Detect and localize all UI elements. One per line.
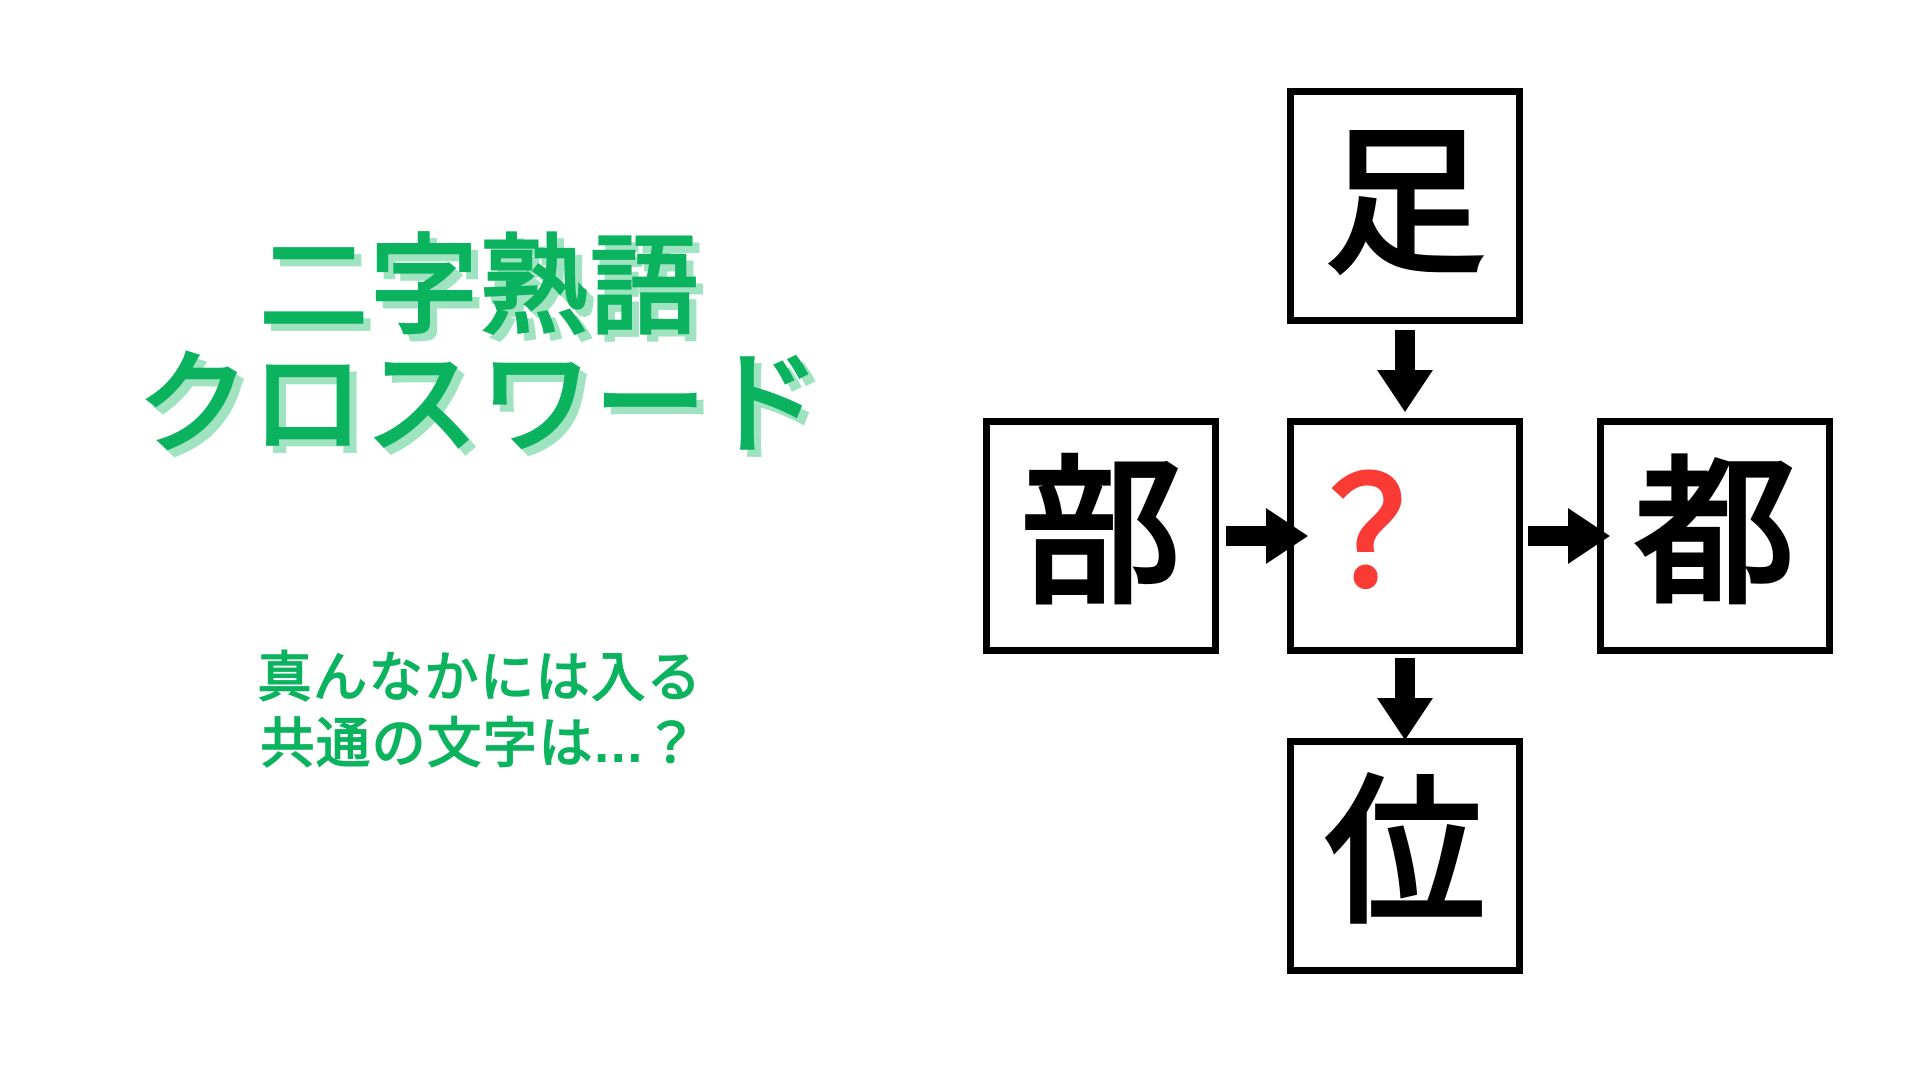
title-line-2: クロスワード: [137, 342, 823, 468]
puzzle-cell-left: 部: [983, 418, 1219, 654]
puzzle-cell-center-answer: ？: [1287, 418, 1523, 654]
crossword-diagram: 足 部 ？ 都 位: [960, 0, 1920, 1080]
subtitle-line-1: 真んなかには入る: [257, 648, 703, 708]
puzzle-cell-bottom: 位: [1287, 738, 1523, 974]
subtitle-block: 真んなかには入る 共通の文字は...？: [0, 646, 960, 778]
title-line-1: 二字熟語: [259, 226, 701, 347]
puzzle-cell-right: 都: [1597, 418, 1833, 654]
arrow-right-icon: [1528, 508, 1610, 564]
arrow-right-icon: [1226, 508, 1308, 564]
question-mark-label: ？: [1329, 450, 1480, 618]
subtitle-line-2: 共通の文字は...？: [260, 713, 700, 774]
arrow-down-icon: [1377, 658, 1433, 740]
arrow-down-icon: [1377, 330, 1433, 412]
puzzle-cell-left-label: 部: [1020, 440, 1181, 627]
puzzle-cell-top: 足: [1287, 88, 1523, 324]
title-block: 二字熟語 クロスワード: [0, 226, 960, 468]
puzzle-cell-right-label: 都: [1634, 440, 1795, 627]
puzzle-cell-bottom-label: 位: [1324, 760, 1485, 947]
puzzle-cell-top-label: 足: [1324, 110, 1485, 297]
